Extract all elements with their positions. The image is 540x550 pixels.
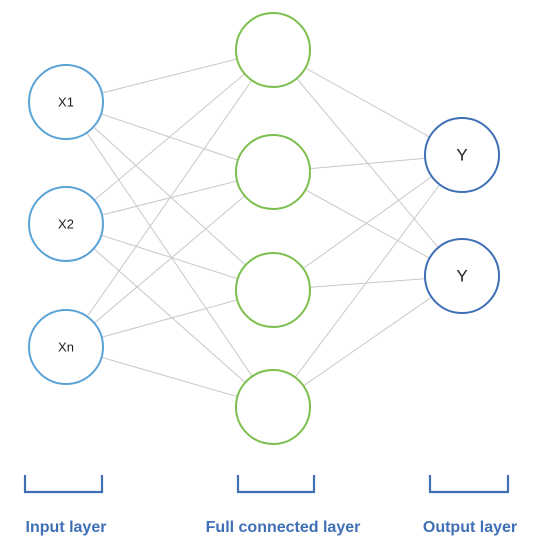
- output-node-1-label: Y: [456, 145, 467, 164]
- output-node-2-label: Y: [456, 266, 467, 285]
- input-node-2: [28, 186, 104, 262]
- input-layer-title: Input layer: [26, 519, 107, 536]
- connection-lines: [65, 49, 463, 408]
- hidden-node-2: [235, 134, 311, 210]
- output-node-1: [424, 117, 500, 193]
- hidden-node-1: [235, 12, 311, 88]
- input-node-3-label: Xn: [58, 339, 74, 354]
- output-layer-title: Output layer: [423, 519, 517, 536]
- edge-input-3-hidden-1: [65, 49, 274, 348]
- hidden-layer-bracket: [236, 475, 316, 494]
- edge-input-2-hidden-4: [65, 223, 274, 408]
- hidden-node-4: [235, 369, 311, 445]
- edge-input-3-hidden-2: [65, 171, 274, 348]
- input-node-1-label: X1: [58, 94, 74, 109]
- edge-input-1-hidden-4: [65, 101, 274, 408]
- edge-hidden-3-output-1: [272, 154, 463, 291]
- edge-hidden-4-output-1: [272, 154, 463, 408]
- edge-hidden-4-output-2: [272, 275, 463, 408]
- input-node-1: [28, 64, 104, 140]
- output-layer-bracket: [428, 475, 510, 494]
- edge-input-1-hidden-3: [65, 101, 274, 291]
- input-node-3: [28, 309, 104, 385]
- output-node-2: [424, 238, 500, 314]
- hidden-layer-title: Full connected layer: [206, 519, 361, 536]
- hidden-node-3: [235, 252, 311, 328]
- input-node-2-label: X2: [58, 216, 74, 231]
- edge-input-2-hidden-1: [65, 49, 274, 225]
- input-layer-bracket: [23, 475, 104, 494]
